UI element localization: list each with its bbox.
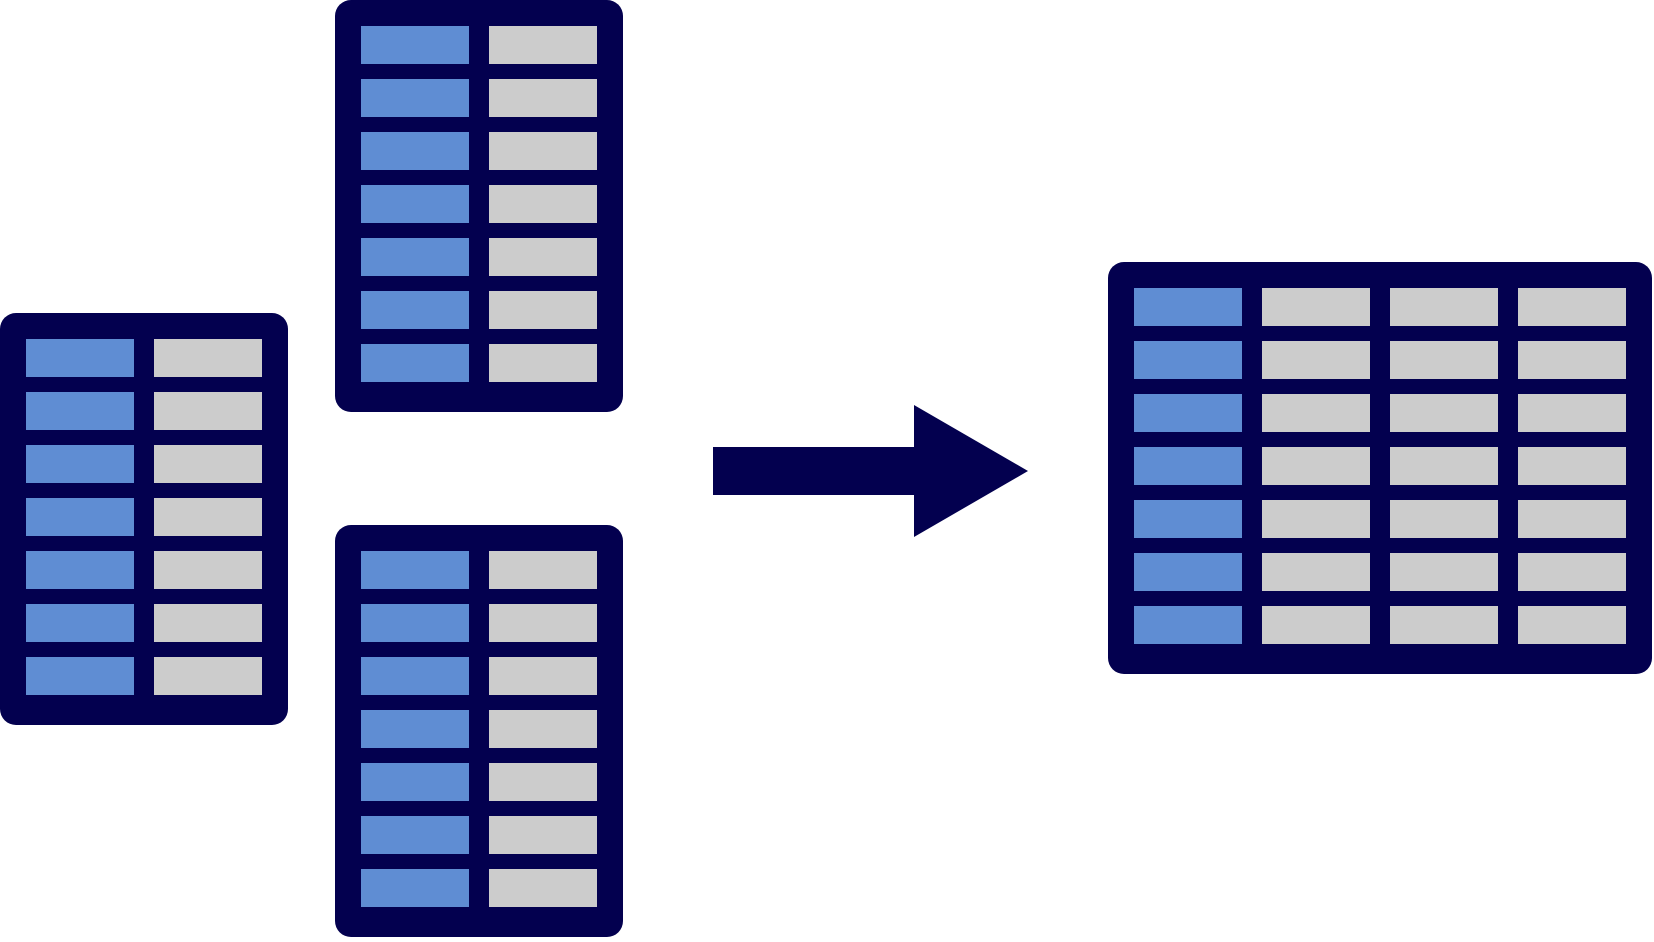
key-cell bbox=[361, 291, 469, 329]
value-cell bbox=[1262, 447, 1370, 485]
key-cell bbox=[361, 710, 469, 748]
value-cell bbox=[1390, 447, 1498, 485]
value-cell bbox=[489, 763, 597, 801]
value-cell bbox=[489, 132, 597, 170]
value-cell bbox=[154, 339, 262, 377]
value-cell bbox=[489, 291, 597, 329]
key-cell bbox=[361, 604, 469, 642]
value-cell bbox=[489, 657, 597, 695]
output-table bbox=[1108, 262, 1652, 674]
input-table-bottom bbox=[335, 525, 623, 937]
value-cell bbox=[154, 392, 262, 430]
value-cell bbox=[489, 26, 597, 64]
value-cell bbox=[489, 238, 597, 276]
key-cell bbox=[26, 551, 134, 589]
value-cell bbox=[154, 551, 262, 589]
value-cell bbox=[1262, 394, 1370, 432]
value-cell bbox=[489, 185, 597, 223]
key-cell bbox=[26, 339, 134, 377]
key-cell bbox=[26, 392, 134, 430]
value-cell bbox=[1262, 606, 1370, 644]
value-cell bbox=[489, 604, 597, 642]
value-cell bbox=[1518, 606, 1626, 644]
value-cell bbox=[1390, 606, 1498, 644]
value-cell bbox=[489, 551, 597, 589]
value-cell bbox=[1390, 500, 1498, 538]
key-cell bbox=[361, 344, 469, 382]
key-cell bbox=[1134, 394, 1242, 432]
value-cell bbox=[1518, 447, 1626, 485]
value-cell bbox=[489, 869, 597, 907]
key-cell bbox=[361, 79, 469, 117]
arrow-shaft bbox=[713, 447, 916, 495]
key-cell bbox=[26, 657, 134, 695]
value-cell bbox=[1518, 288, 1626, 326]
value-cell bbox=[154, 445, 262, 483]
value-cell bbox=[489, 710, 597, 748]
value-cell bbox=[1390, 553, 1498, 591]
value-cell bbox=[154, 498, 262, 536]
key-cell bbox=[26, 445, 134, 483]
key-cell bbox=[1134, 447, 1242, 485]
key-cell bbox=[361, 869, 469, 907]
key-cell bbox=[1134, 341, 1242, 379]
value-cell bbox=[1390, 341, 1498, 379]
key-cell bbox=[1134, 500, 1242, 538]
right-arrow-icon bbox=[914, 405, 1028, 537]
value-cell bbox=[1262, 288, 1370, 326]
key-cell bbox=[361, 763, 469, 801]
key-cell bbox=[361, 26, 469, 64]
key-cell bbox=[1134, 553, 1242, 591]
key-cell bbox=[26, 604, 134, 642]
value-cell bbox=[1518, 394, 1626, 432]
value-cell bbox=[1518, 500, 1626, 538]
value-cell bbox=[154, 604, 262, 642]
value-cell bbox=[1390, 288, 1498, 326]
key-cell bbox=[26, 498, 134, 536]
key-cell bbox=[361, 816, 469, 854]
value-cell bbox=[1390, 394, 1498, 432]
value-cell bbox=[1262, 553, 1370, 591]
arrow-layer bbox=[713, 405, 1028, 537]
key-cell bbox=[361, 657, 469, 695]
value-cell bbox=[1262, 500, 1370, 538]
key-cell bbox=[361, 132, 469, 170]
value-cell bbox=[154, 657, 262, 695]
value-cell bbox=[489, 344, 597, 382]
value-cell bbox=[1518, 341, 1626, 379]
input-table-top bbox=[335, 0, 623, 412]
input-table-left bbox=[0, 313, 288, 725]
value-cell bbox=[489, 79, 597, 117]
value-cell bbox=[1518, 553, 1626, 591]
value-cell bbox=[1262, 341, 1370, 379]
key-cell bbox=[361, 551, 469, 589]
key-cell bbox=[1134, 288, 1242, 326]
key-cell bbox=[361, 185, 469, 223]
key-cell bbox=[1134, 606, 1242, 644]
table-frame bbox=[1108, 262, 1652, 674]
key-cell bbox=[361, 238, 469, 276]
value-cell bbox=[489, 816, 597, 854]
